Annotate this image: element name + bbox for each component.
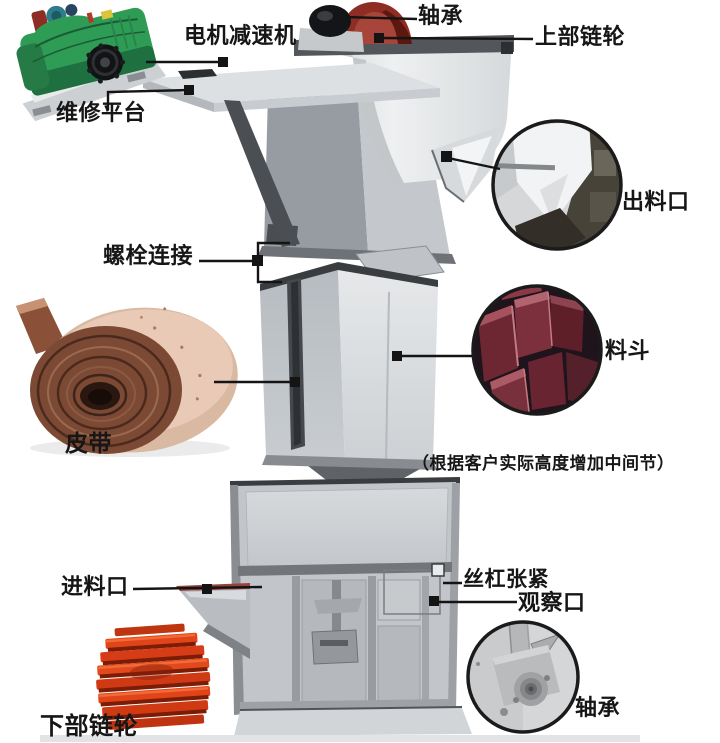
- label-middle-note: （根据客户实际高度增加中间节）: [412, 454, 675, 474]
- label-belt: 皮带: [65, 431, 112, 457]
- label-bearing-bottom: 轴承: [575, 696, 621, 721]
- discharge-inset: [491, 119, 623, 251]
- label-maintenance-platform: 维修平台: [56, 101, 147, 126]
- bearing-inset: [466, 620, 580, 734]
- label-bearing-top: 轴承: [418, 4, 464, 29]
- label-inspection-port: 观察口: [518, 591, 586, 616]
- bucket-stack-photo: [96, 623, 211, 730]
- label-discharge-port: 出料口: [622, 190, 690, 215]
- label-lower-sprocket: 下部链轮: [40, 712, 138, 740]
- label-bolt-connection: 螺栓连接: [103, 244, 194, 269]
- elevator-middle-section: [260, 245, 445, 487]
- label-screw-tensioner: 丝杠张紧: [463, 567, 549, 591]
- label-feed-inlet: 进料口: [61, 575, 129, 600]
- reducer-photo: [16, 4, 167, 122]
- leader-lines: [106, 15, 534, 606]
- belt-roll-photo: [16, 298, 238, 457]
- label-bucket: 料斗: [605, 339, 651, 364]
- label-upper-sprocket: 上部链轮: [535, 25, 626, 50]
- elevator-boot-section: [40, 477, 640, 742]
- label-motor-reducer: 电机减速机: [184, 24, 297, 49]
- hopper-inset: [471, 284, 603, 416]
